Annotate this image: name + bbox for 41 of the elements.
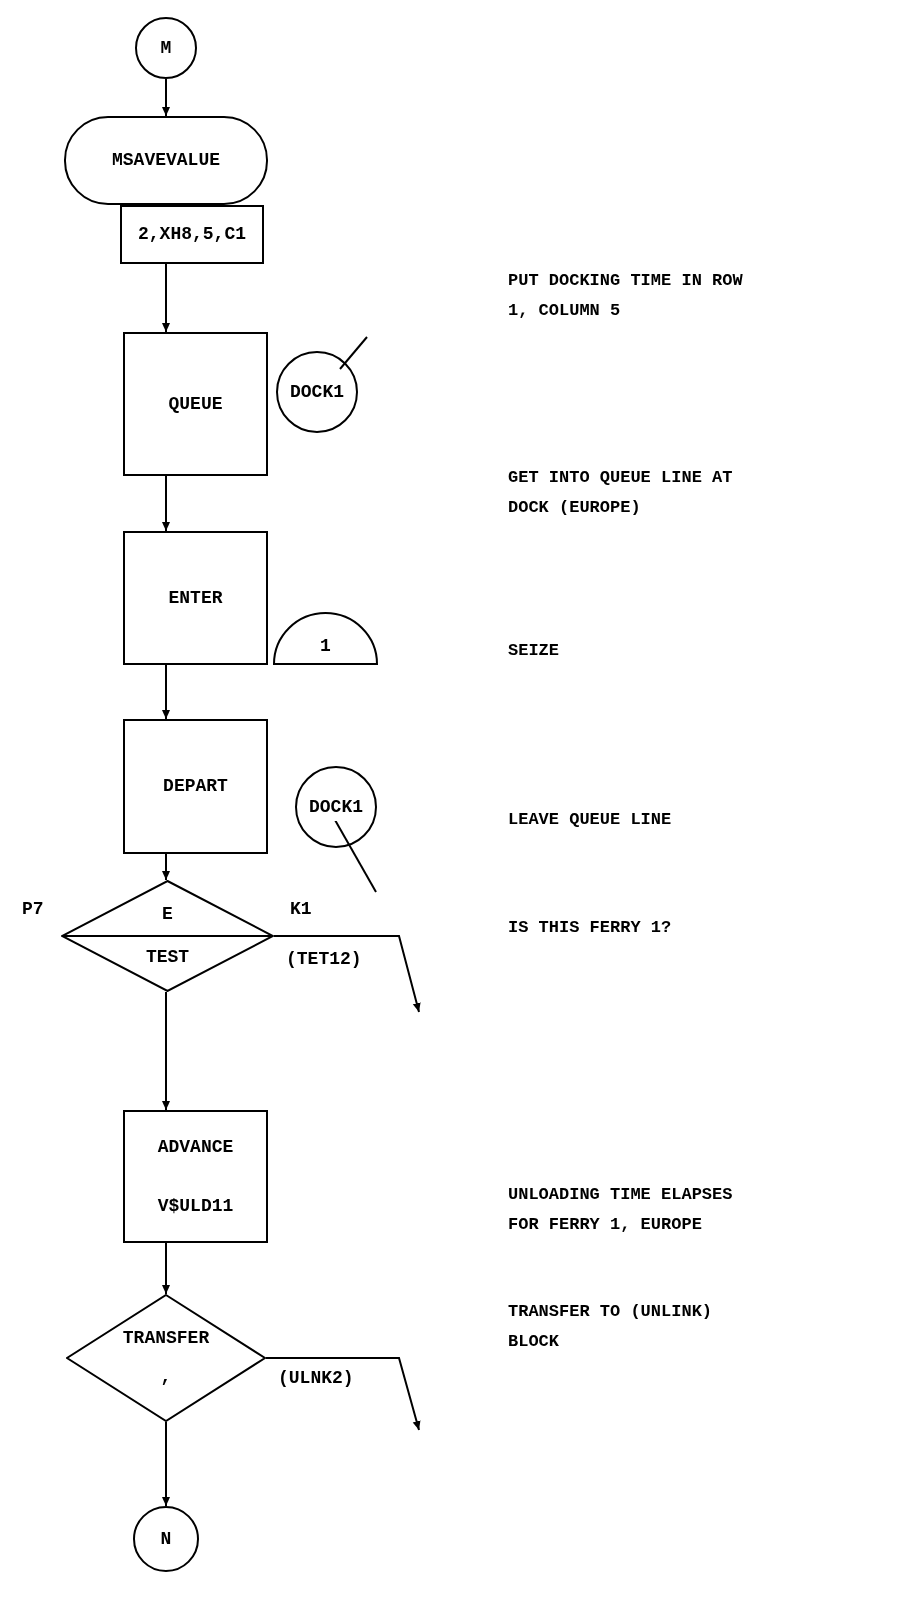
- process-box: [123, 332, 268, 476]
- block-label: TEST: [145, 946, 190, 969]
- block-label: ,: [160, 1366, 172, 1389]
- decision-diamond: [66, 1294, 266, 1422]
- block-label: QUEUE: [168, 392, 223, 416]
- arrow: [162, 78, 170, 117]
- block-operand: P7: [22, 898, 44, 921]
- facility-semicircle: [273, 612, 378, 665]
- block-label: E: [162, 903, 173, 926]
- decision-diamond: [61, 880, 274, 992]
- comment-text: IS THIS FERRY 1?: [508, 917, 673, 939]
- arrow: [162, 1242, 170, 1295]
- arrow: [162, 475, 170, 532]
- block-label: TRANSFER: [122, 1327, 210, 1350]
- block-label: ENTER: [168, 586, 223, 610]
- arrow: [162, 1421, 170, 1507]
- process-box: [123, 1110, 268, 1243]
- block-label: ADVANCE: [157, 1135, 234, 1159]
- comment-text: UNLOADING TIME ELAPSES FOR FERRY 1, EUROPE: [508, 1184, 734, 1236]
- block-label: 1: [320, 635, 331, 658]
- process-box: [123, 719, 268, 854]
- arrow: [162, 853, 170, 881]
- comment-text: PUT DOCKING TIME IN ROW 1, COLUMN 5: [508, 270, 744, 322]
- block-operand: (TET12): [286, 948, 362, 971]
- arrow: [265, 1357, 421, 1431]
- block-operand: (ULNK2): [278, 1367, 354, 1390]
- comment-text: TRANSFER TO (UNLINK) BLOCK: [508, 1301, 714, 1353]
- arrow: [162, 664, 170, 720]
- block-label: 2,XH8,5,C1: [138, 223, 246, 246]
- arrow: [273, 935, 421, 1013]
- block-label: V$ULD11: [157, 1194, 234, 1218]
- operand-box: [120, 205, 264, 264]
- block-label: MSAVEVALUE: [112, 149, 220, 172]
- comment-text: GET INTO QUEUE LINE AT DOCK (EUROPE): [508, 467, 734, 519]
- comment-text: LEAVE QUEUE LINE: [508, 809, 673, 831]
- block-operand: K1: [290, 898, 312, 921]
- comment-text: SEIZE: [508, 640, 560, 662]
- process-box: [123, 531, 268, 665]
- block-label: DEPART: [163, 775, 228, 798]
- arrow: [162, 263, 170, 333]
- arrow: [162, 991, 170, 1111]
